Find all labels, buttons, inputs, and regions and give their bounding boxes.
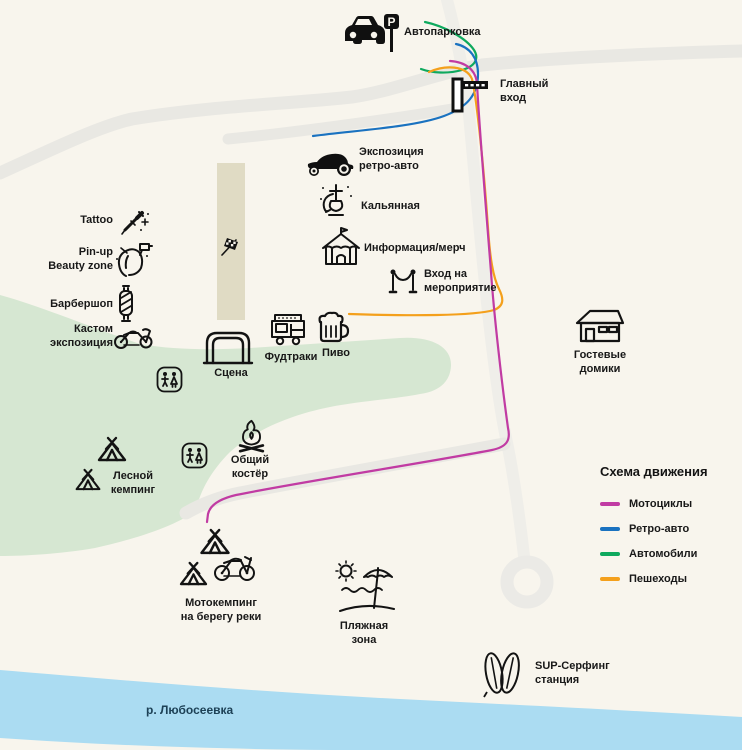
stage-icon — [202, 331, 254, 365]
label-line: вход — [500, 92, 527, 105]
label-line: костёр — [231, 468, 269, 481]
label-line: ретро-авто — [359, 160, 419, 173]
label-line: Главный — [500, 78, 549, 90]
road — [222, 102, 464, 145]
label-line: Гостевые — [573, 349, 627, 361]
legend-item-motorcycles: Мотоциклы — [600, 491, 708, 516]
roundabout-road — [500, 555, 554, 609]
tent-icon — [75, 468, 101, 491]
label-main-entrance: Главный вход — [500, 77, 548, 105]
label-line: Экспозиция — [359, 146, 424, 158]
barber-pole-icon — [119, 285, 133, 322]
label-retro-expo: Экспозиция ретро-авто — [359, 145, 424, 173]
tent-icon — [200, 528, 230, 555]
bonfire-icon — [238, 419, 265, 453]
hookah-icon — [320, 184, 352, 216]
tent-icon — [179, 561, 208, 586]
label-beach: Пляжная зона — [340, 619, 388, 647]
label-hookah: Кальянная — [361, 200, 420, 212]
entrance-gate-icon — [451, 77, 488, 113]
label-line: на берегу реки — [180, 611, 262, 624]
legend-label: Ретро-авто — [629, 522, 690, 535]
label-event-entrance: Вход на мероприятие — [424, 267, 497, 295]
label-line: Beauty zone — [48, 260, 113, 273]
beer-icon — [318, 311, 350, 343]
label-barbershop: Барбершоп — [50, 298, 113, 310]
checkered-flag-icon — [221, 238, 238, 256]
label-line: Pin-up — [78, 246, 113, 258]
label-pinup: Pin-up Beauty zone — [30, 245, 113, 273]
sup-boards-icon — [483, 652, 520, 698]
parking-icon: P — [345, 14, 399, 52]
label-line: экспозиция — [50, 337, 113, 350]
label-foodtrucks: Фудтраки — [264, 351, 318, 363]
label-line: Кастом — [73, 323, 113, 335]
label-line: станция — [535, 674, 580, 687]
custom-motorcycle-icon — [114, 328, 153, 349]
label-sup: SUP-Серфинг станция — [535, 659, 610, 687]
label-line: зона — [351, 634, 377, 647]
route-pedestrians — [347, 66, 504, 317]
label-line: Лесной — [113, 470, 153, 482]
legend-swatch-cars — [600, 551, 620, 556]
legend-label: Пешеходы — [629, 572, 687, 585]
label-line: домики — [579, 363, 621, 376]
legend-swatch-pedestrians — [600, 576, 620, 581]
info-tent-icon — [322, 227, 360, 265]
legend-item-cars: Автомобили — [600, 541, 708, 566]
label-moto-camp: Мотокемпинг на берегу реки — [181, 596, 261, 624]
label-bonfire: Общий костёр — [231, 453, 269, 481]
legend: Схема движения Мотоциклы Ретро-авто Авто… — [600, 464, 708, 591]
label-forest-camp: Лесной кемпинг — [111, 469, 155, 497]
road — [0, 44, 742, 180]
label-guest-houses: Гостевые домики — [574, 348, 626, 376]
legend-title: Схема движения — [600, 464, 708, 479]
guest-house-icon — [575, 309, 625, 343]
legend-swatch-motorcycles — [600, 501, 620, 506]
rope-barrier-icon — [388, 269, 418, 294]
wc-icon — [156, 366, 183, 393]
parking-letter: P — [387, 15, 395, 29]
pinup-beauty-icon — [116, 243, 153, 277]
legend-item-retro-cars: Ретро-авто — [600, 516, 708, 541]
label-beer: Пиво — [321, 347, 351, 359]
label-line: Вход на — [424, 268, 468, 280]
river-bank — [0, 738, 330, 750]
legend-label: Автомобили — [629, 547, 698, 560]
legend-swatch-retro-cars — [600, 526, 620, 531]
label-stage: Сцена — [214, 367, 248, 379]
label-tattoo: Tattoo — [80, 214, 113, 226]
beach-icon — [335, 560, 395, 612]
tent-icon — [97, 436, 127, 462]
tattoo-icon — [121, 211, 149, 235]
label-line: SUP-Серфинг — [535, 660, 610, 672]
wc-icon — [181, 442, 208, 469]
label-line: мероприятие — [424, 282, 497, 295]
legend-label: Мотоциклы — [629, 497, 693, 510]
label-line: кемпинг — [110, 484, 156, 497]
retro-car-icon — [307, 153, 354, 176]
green-area — [0, 295, 452, 556]
label-parking: Автопарковка — [404, 26, 481, 38]
river — [0, 670, 742, 750]
legend-item-pedestrians: Пешеходы — [600, 566, 708, 591]
label-line: Пляжная — [339, 620, 389, 632]
motorcycle-icon — [214, 556, 255, 581]
road — [179, 437, 511, 520]
label-river: р. Любосеевка — [146, 703, 234, 717]
label-info-merch: Информация/мерч — [364, 242, 466, 254]
food-truck-icon — [271, 314, 305, 346]
label-line: Мотокемпинг — [185, 597, 257, 609]
label-custom-expo: Кастом экспозиция — [30, 322, 113, 350]
route-motorcycles — [205, 59, 510, 524]
label-line: Общий — [230, 454, 270, 466]
